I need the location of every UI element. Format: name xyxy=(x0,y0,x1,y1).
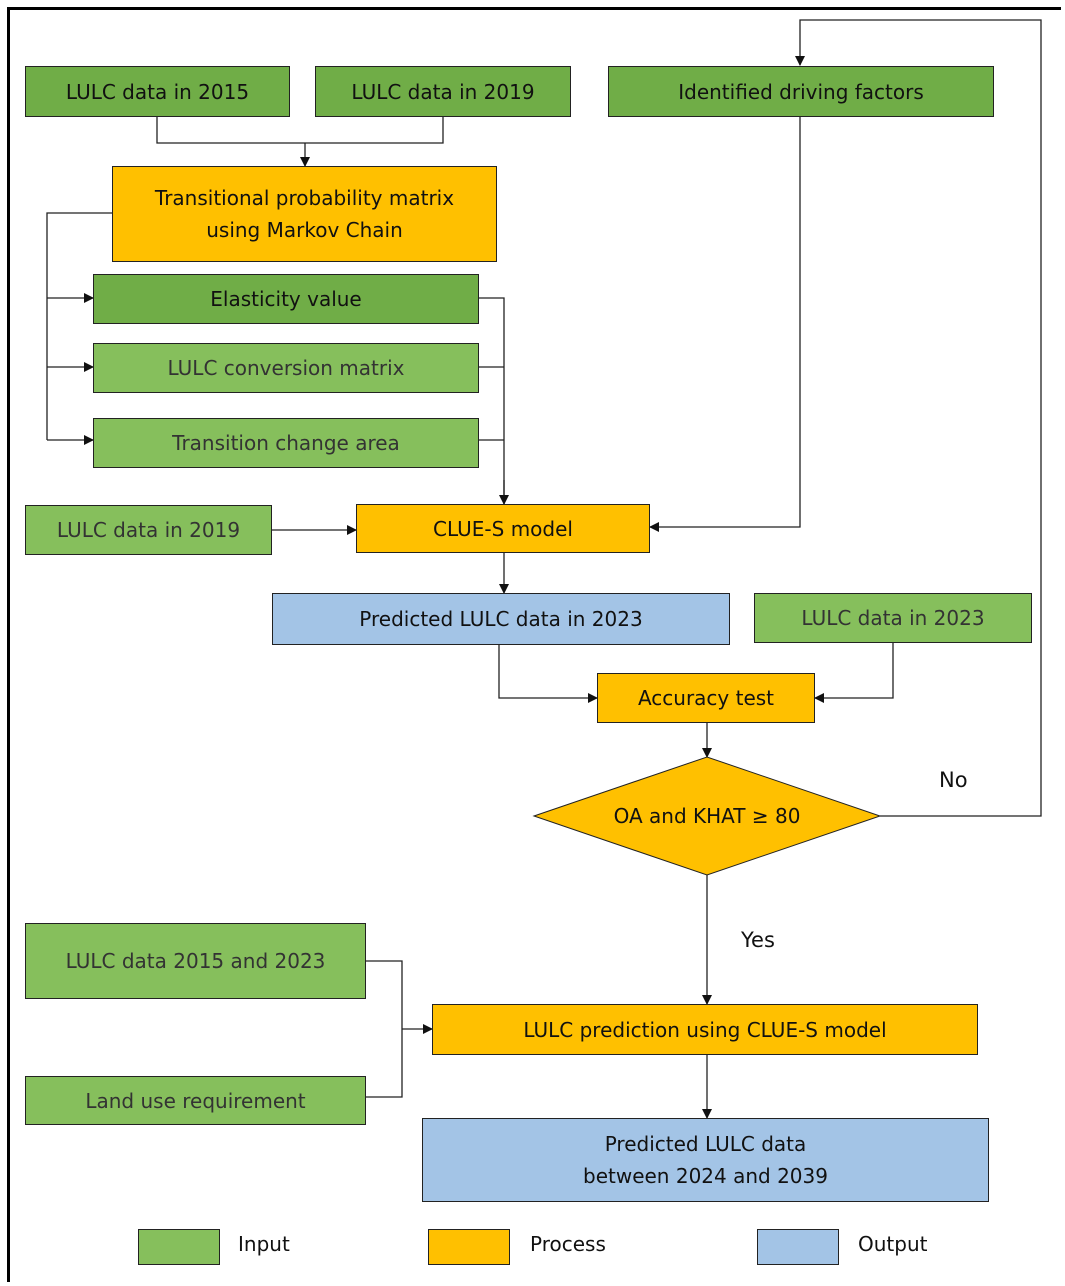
edge-no-loop xyxy=(795,19,1042,817)
edge-markov-bracket xyxy=(46,212,112,440)
node-lulc-2019-mid: LULC data in 2019 xyxy=(25,505,272,555)
legend-output-label: Output xyxy=(858,1232,928,1256)
node-clue-s: CLUE-S model xyxy=(356,504,650,553)
node-lulc-2015: LULC data in 2015 xyxy=(25,66,290,117)
node-accuracy-test: Accuracy test xyxy=(597,673,815,723)
node-elasticity: Elasticity value xyxy=(93,274,479,324)
legend-process-label: Process xyxy=(530,1232,606,1256)
legend-output-swatch xyxy=(757,1229,839,1265)
label-no: No xyxy=(939,768,968,792)
node-lulc-2015-2023: LULC data 2015 and 2023 xyxy=(25,923,366,999)
legend-input-swatch xyxy=(138,1229,220,1265)
node-predicted-2023: Predicted LULC data in 2023 xyxy=(272,593,730,645)
node-markov: Transitional probability matrix using Ma… xyxy=(112,166,497,262)
edge-lulc2023-accuracy xyxy=(814,643,894,703)
node-decision: OA and KHAT ≥ 80 xyxy=(613,804,801,828)
diagram-frame xyxy=(7,7,1061,1282)
edge-predicted2023-accuracy xyxy=(498,645,598,703)
node-land-use-requirement: Land use requirement xyxy=(25,1076,366,1125)
edge-inputs-bracket xyxy=(366,960,403,1098)
node-driving-factors: Identified driving factors xyxy=(608,66,994,117)
node-lulc-prediction: LULC prediction using CLUE-S model xyxy=(432,1004,978,1055)
node-conversion-matrix: LULC conversion matrix xyxy=(93,343,479,393)
edge-drivers-clues xyxy=(649,117,801,532)
node-transition-area: Transition change area xyxy=(93,418,479,468)
decision-diamond-shape xyxy=(532,756,882,876)
node-lulc-2023: LULC data in 2023 xyxy=(754,593,1032,643)
edge-right-bracket xyxy=(479,297,505,504)
legend-input-label: Input xyxy=(238,1232,290,1256)
legend-process-swatch xyxy=(428,1229,510,1265)
node-lulc-2019-top: LULC data in 2019 xyxy=(315,66,571,117)
edge-lulc2015-markov xyxy=(156,117,444,144)
node-predicted-2024-2039: Predicted LULC data between 2024 and 203… xyxy=(422,1118,989,1202)
label-yes: Yes xyxy=(741,928,775,952)
